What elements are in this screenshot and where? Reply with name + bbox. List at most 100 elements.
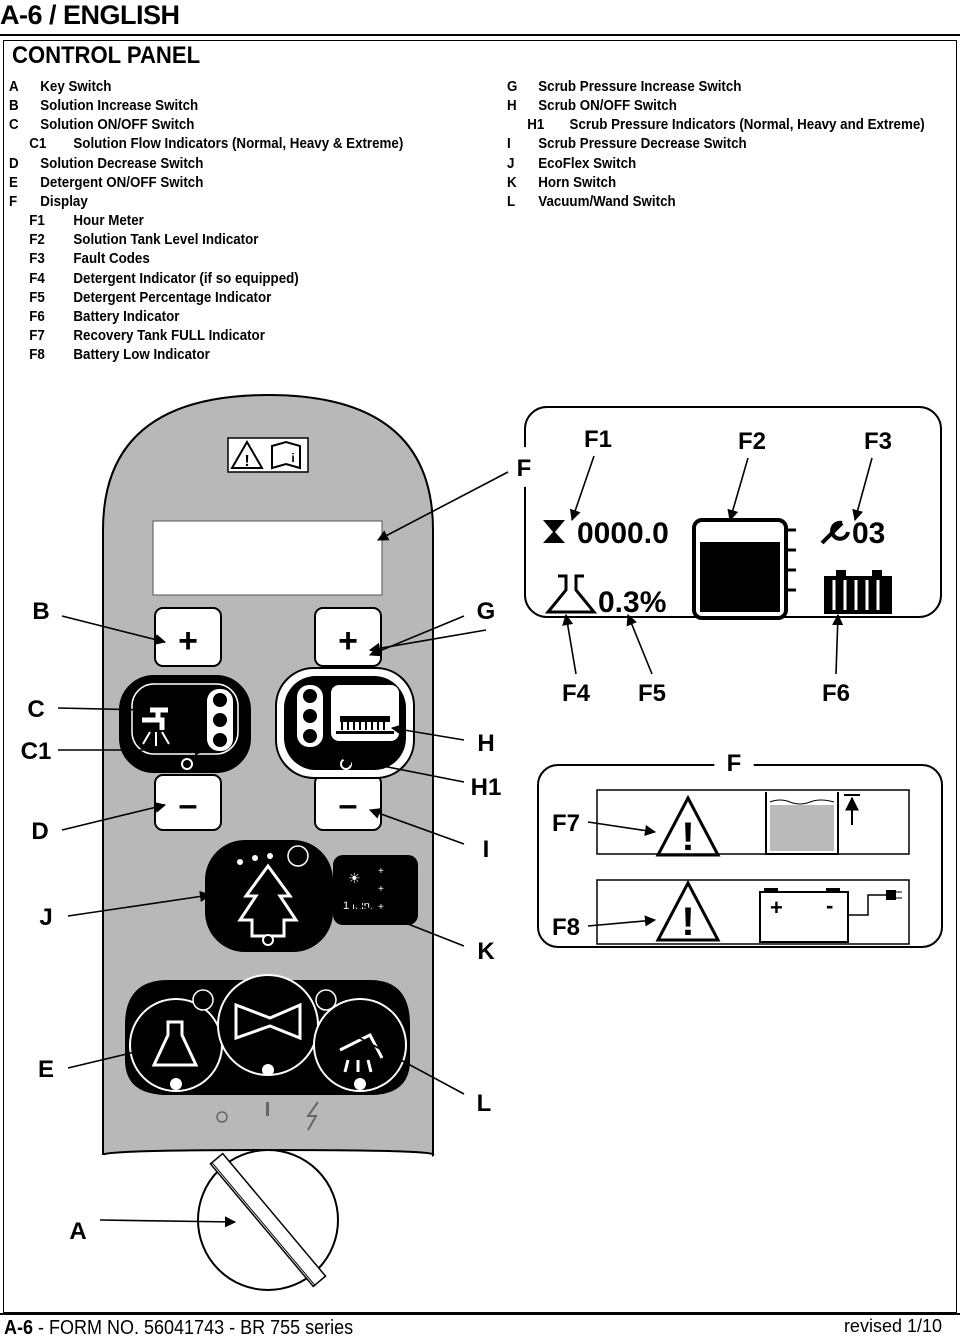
callout-circle-f5 [632,672,672,712]
legend-code: F3 [29,251,45,268]
legend-code: B [9,98,19,115]
callout-c: C [27,696,44,723]
callout-circle-c1 [16,730,56,770]
legend-label: Solution ON/OFF Switch [40,117,195,134]
legend-label: Detergent Percentage Indicator [73,289,272,306]
svg-text:0000.0: 0000.0 [577,517,669,550]
control-panel-section [3,40,957,1313]
callout-circle-h [466,722,506,762]
svg-text:i: i [291,451,294,465]
footer-revised: revised 1/10 [843,1316,942,1336]
warning-indicators: ! ! + - [537,764,943,948]
legend-label: Recovery Tank FULL Indicator [73,327,265,344]
callout-a: A [69,1218,86,1245]
legend-code: F5 [29,289,45,306]
svg-text:+: + [378,866,384,877]
svg-text:+: + [178,622,198,660]
legend-label: Solution Increase Switch [40,98,199,115]
leader-line [562,613,577,675]
callout-circle-f8 [546,906,586,946]
callout-i: I [483,836,490,863]
svg-text:+: + [338,622,358,660]
leader-line [569,455,595,522]
section-title: CONTROL PANEL [12,42,201,69]
leader-lines [57,455,873,1228]
panel-display-window [152,520,383,596]
callout-circle-a [58,1210,98,1250]
legend-label: Vacuum/Wand Switch [538,193,676,210]
callout-h1: H1 [471,774,502,801]
callout-f5: F5 [638,680,666,707]
leader-line [727,457,749,522]
callout-f6: F6 [822,680,850,707]
footer-page: A-6 [4,1317,34,1339]
page-header-title: A-6 / ENGLISH [0,0,180,30]
callout-circle-j [26,896,66,936]
callout-circle-f1 [578,418,618,458]
footer-form-number: - FORM NO. 56041743 - BR 755 series [33,1317,354,1339]
footer-form: A-6 - FORM NO. 56041743 - BR 755 series [4,1317,353,1340]
legend-code: D [9,155,19,172]
svg-text:!: ! [681,815,694,859]
svg-text:-: - [826,893,833,918]
legend-code: I [507,136,511,153]
legend-label: Hour Meter [73,213,144,230]
scrub-switch-group: + – [275,607,415,831]
legend-code: F1 [29,213,45,230]
callout-circle-h1 [466,766,506,806]
leader-line [67,890,212,917]
svg-text:–: – [339,786,358,824]
solution-switch-group: + – [119,607,251,831]
leader-line [57,704,150,716]
svg-text:0.3%: 0.3% [598,586,666,619]
footer-rule [0,1313,960,1315]
legend-code: J [507,155,515,172]
callout-c1: C1 [21,738,52,765]
svg-text:☀: ☀ [348,870,361,886]
callout-d: D [31,818,48,845]
callout-g: G [477,598,496,625]
legend-code: E [9,174,18,191]
callout-circle-f4 [556,672,596,712]
legend-label: Detergent ON/OFF Switch [40,174,204,191]
callout-f: F [517,455,532,482]
legend-label: Battery Indicator [73,308,180,325]
callout-f3: F3 [864,428,892,455]
legend-label: Solution Decrease Switch [40,155,204,172]
callout-circle-f2 [732,420,772,460]
leader-line [377,471,509,541]
legend-label: Battery Low Indicator [73,347,210,364]
legend-code: K [507,174,517,191]
legend-label: Horn Switch [538,174,617,191]
callout-circle-l [464,1082,504,1122]
legend-code: A [9,79,19,95]
leader-line [340,754,465,783]
legend-label: Fault Codes [73,251,150,268]
callout-circle-f_lower [714,742,754,782]
callout-circle-d [20,810,60,850]
leader-line [61,615,167,645]
leader-line [832,613,844,675]
callout-circle-f6 [816,672,856,712]
legend-code: C [9,117,19,134]
legend-label: Key Switch [40,79,112,95]
callout-e: E [38,1056,54,1083]
callout-f1: F1 [584,426,612,453]
legend-code: H1 [527,117,545,134]
legend-code: F7 [29,327,45,344]
leader-line [67,1044,154,1069]
legend-label: Display [40,193,88,210]
legend-code: F2 [29,232,45,249]
callout-circle-g [466,590,506,630]
svg-text:+: + [378,884,384,895]
callout-circle-i [466,828,506,868]
callout-circle-k [466,930,506,970]
legend-label: Solution Flow Indicators (Normal, Heavy … [73,136,404,153]
callout-f_lower: F [727,750,742,777]
callout-f2: F2 [738,428,766,455]
callout-j: J [39,904,52,931]
svg-text:+: + [770,895,783,920]
legend-code: C1 [29,136,47,153]
leader-line [368,615,465,657]
header-rule [0,34,960,36]
